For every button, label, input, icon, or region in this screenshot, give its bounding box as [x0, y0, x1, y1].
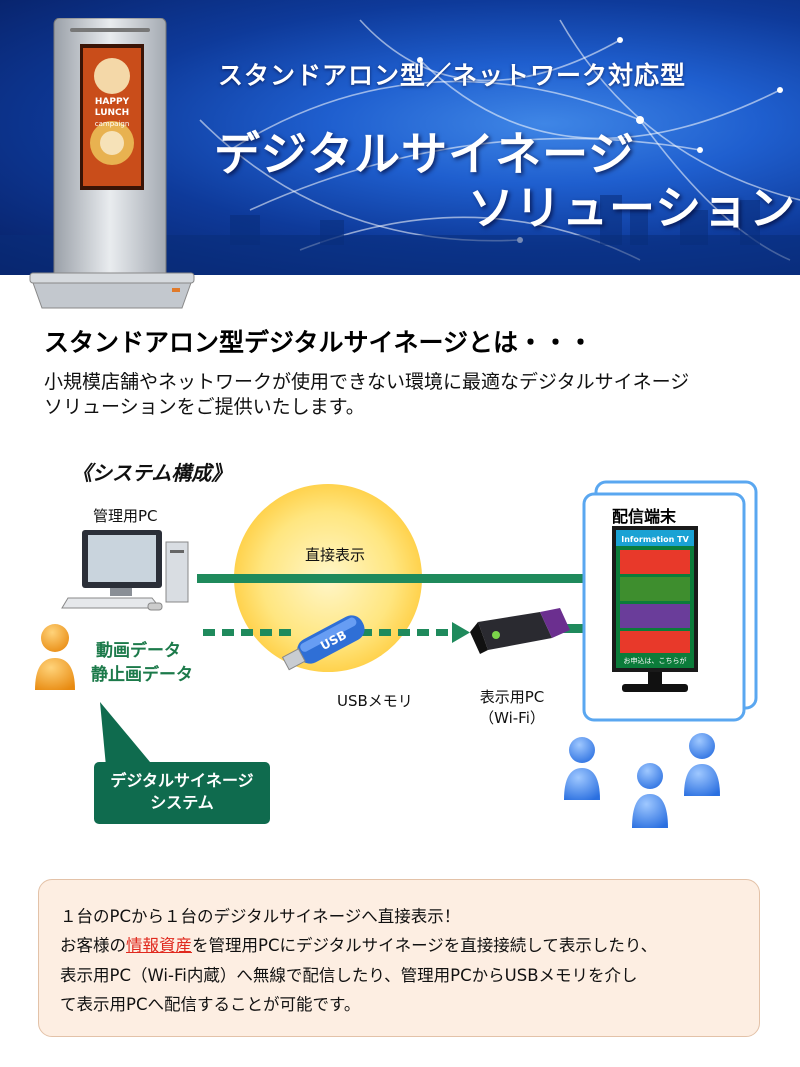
note-line4: て表示用PCへ配信することが可能です。: [60, 995, 361, 1014]
kiosk-signage-image: HAPPY LUNCH campaign: [29, 18, 195, 309]
still-image-data-label: 静止画データ: [91, 665, 193, 685]
intro-heading: スタンドアロン型デジタルサイネージとは・・・: [44, 328, 594, 357]
note-line2-prefix: お客様の: [60, 936, 126, 955]
system-diagram: USB Information TV お申込は、こちらが: [35, 480, 758, 828]
note-line2: お客様の情報資産を管理用PCにデジタルサイネージを直接接続して表示したり、: [60, 932, 657, 956]
kiosk-screen-text: campaign: [95, 120, 130, 128]
monitor-screen-title: Information TV: [621, 535, 689, 544]
usb-memory-label: USBメモリ: [337, 692, 413, 710]
system-heading: 《システム構成》: [72, 461, 232, 485]
delivery-terminal-label: 配信端末: [612, 507, 677, 526]
monitor-screen-footer: お申込は、こちらが: [624, 656, 687, 665]
kiosk-screen-text: LUNCH: [95, 108, 129, 118]
viewers-icon: [564, 733, 720, 828]
signage-monitor-icon: Information TV お申込は、こちらが: [612, 526, 698, 692]
direct-display-label: 直接表示: [305, 546, 366, 564]
display-pc-label: 表示用PC: [479, 688, 545, 706]
video-data-label: 動画データ: [96, 641, 181, 661]
note-line2-suffix: を管理用PCにデジタルサイネージを直接接続して表示したり、: [192, 936, 658, 955]
note-line3: 表示用PC（Wi-Fi内蔵）へ無線で配信したり、管理用PCからUSBメモリを介し: [60, 966, 638, 985]
admin-pc-icon: [61, 530, 189, 611]
admin-person-icon: [35, 624, 75, 690]
info-assets-link[interactable]: 情報資産: [126, 936, 192, 955]
note-box: [38, 879, 760, 1037]
intro-text-line2: ソリューションをご提供いたします。: [44, 396, 365, 418]
display-pc-icon: [470, 608, 570, 654]
intro-text-line1: 小規模店舗やネットワークが使用できない環境に最適なデジタルサイネージ: [44, 371, 690, 393]
hero-subtitle: スタンドアロン型／ネットワーク対応型: [218, 61, 687, 90]
callout-line2: システム: [150, 793, 214, 812]
kiosk-screen-text: HAPPY: [95, 97, 130, 107]
signage-system-callout: デジタルサイネージ システム: [94, 762, 270, 824]
note-line1: １台のPCから１台のデジタルサイネージへ直接表示！: [60, 907, 461, 926]
admin-pc-label: 管理用PC: [93, 507, 158, 525]
callout-line1: デジタルサイネージ: [110, 771, 254, 790]
hero-title-line2: ソリューション: [468, 181, 797, 235]
hero-title-line1: デジタルサイネージ: [214, 127, 636, 181]
display-pc-wifi-label: （Wi-Fi）: [479, 709, 545, 727]
usb-dotted-arrow: [203, 622, 470, 643]
usb-stick-icon: USB: [281, 615, 365, 671]
